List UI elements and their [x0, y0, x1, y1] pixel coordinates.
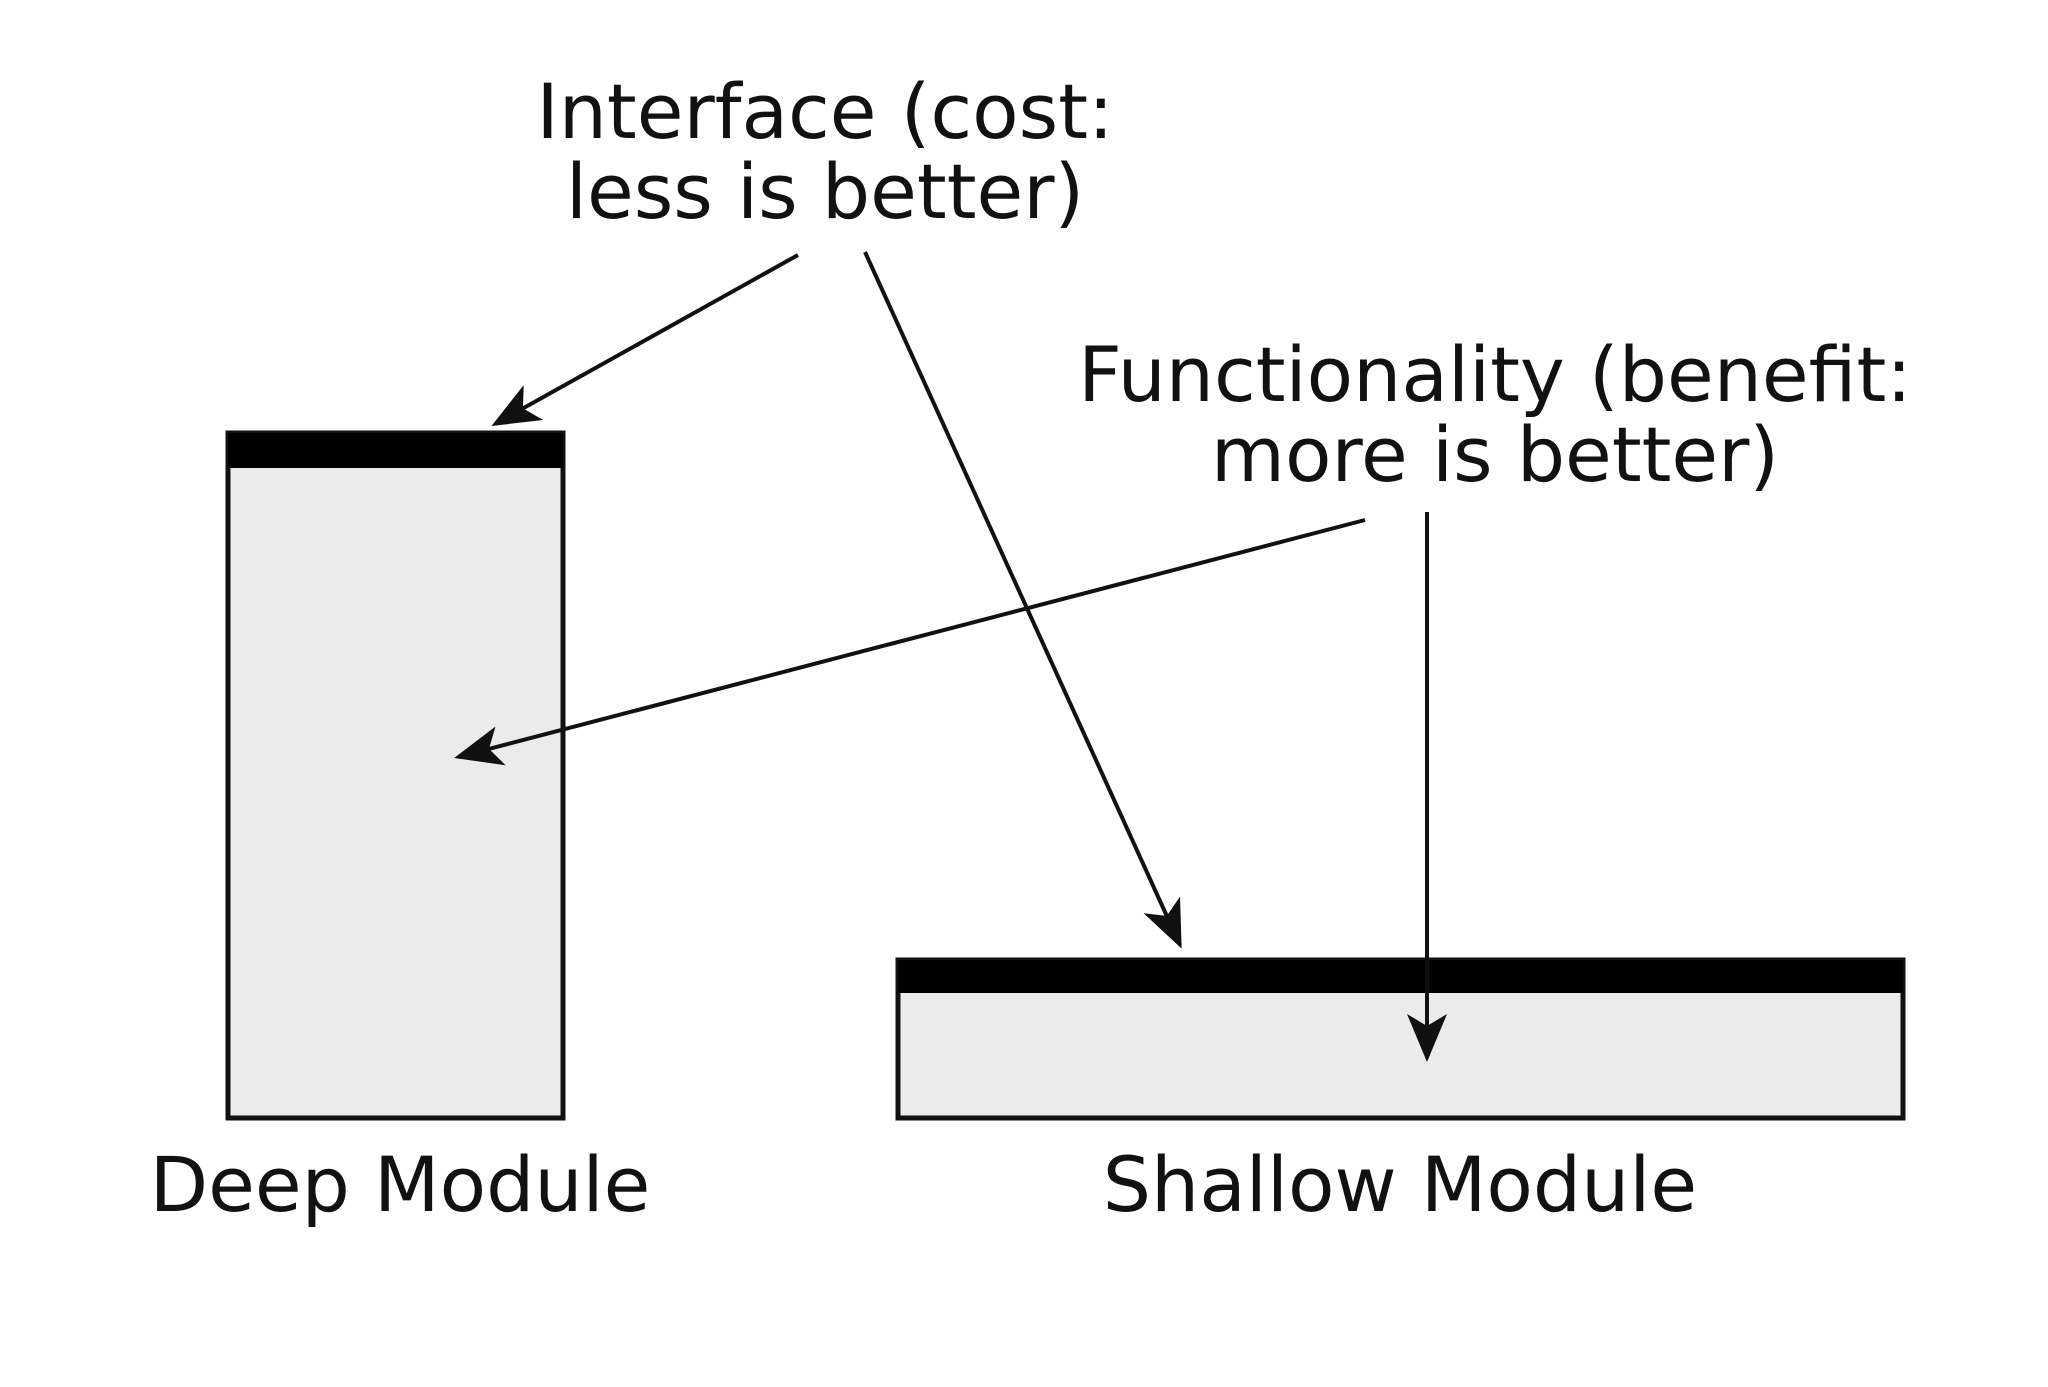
interface-label: Interface (cost: less is better): [440, 72, 1210, 232]
functionality-label: Functionality (benefit: more is better): [1000, 335, 1990, 495]
interface-label-line2: less is better): [565, 147, 1085, 236]
deep-module-label: Deep Module: [149, 1140, 651, 1229]
functionality-arrow-to-deep: [454, 518, 1366, 766]
interface-arrow-to-deep: [491, 253, 799, 426]
shallow-module-interface-bar: [898, 960, 1903, 993]
shallow-module-label: Shallow Module: [1102, 1140, 1698, 1229]
deep-module-interface-bar: [228, 433, 563, 468]
interface-arrow-to-shallow: [863, 251, 1182, 949]
deep-module-body: [225, 430, 566, 1121]
functionality-label-line1: Functionality (benefit:: [1078, 330, 1912, 419]
shallow-module: [895, 957, 1906, 1121]
interface-label-line1: Interface (cost:: [536, 67, 1114, 156]
functionality-label-line2: more is better): [1210, 410, 1780, 499]
deep-module: [225, 430, 566, 1121]
